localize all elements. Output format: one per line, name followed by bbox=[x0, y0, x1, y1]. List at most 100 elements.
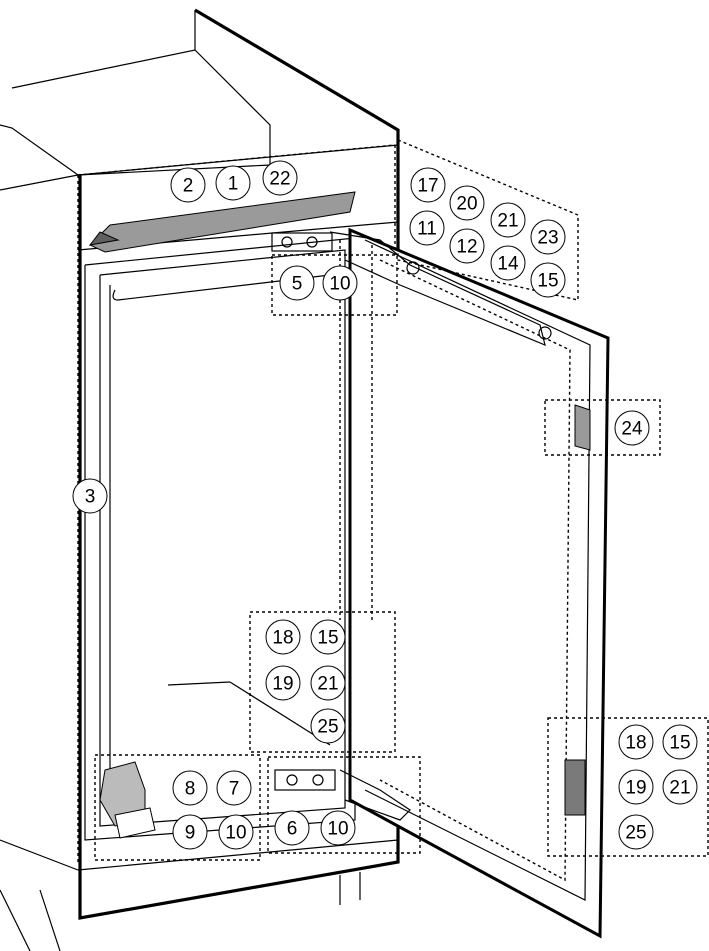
callout-21-top: 21 bbox=[490, 202, 526, 238]
callout-circle bbox=[618, 814, 654, 850]
callout-circle bbox=[614, 410, 650, 446]
callout-circle bbox=[618, 724, 654, 760]
callout-circle bbox=[310, 619, 346, 655]
callout-circle bbox=[72, 478, 108, 514]
callout-circle bbox=[409, 210, 445, 246]
top-cover-strip bbox=[88, 191, 356, 253]
top-hinge bbox=[271, 231, 552, 347]
callout-number: 15 bbox=[317, 628, 338, 649]
callout-15-top: 15 bbox=[530, 262, 566, 298]
callout-18-mid: 18 bbox=[265, 619, 301, 655]
callout-circle bbox=[310, 708, 346, 744]
callout-20: 20 bbox=[449, 185, 485, 221]
callout-circle bbox=[216, 770, 252, 806]
callout-10-top: 10 bbox=[322, 265, 358, 301]
callout-number: 18 bbox=[625, 733, 646, 754]
callout-circle bbox=[170, 167, 206, 203]
callout-circle bbox=[449, 228, 485, 264]
callout-19-mid: 19 bbox=[265, 665, 301, 701]
callout-number: 6 bbox=[287, 819, 298, 840]
callout-number: 8 bbox=[185, 779, 196, 800]
callout-19-r: 19 bbox=[618, 769, 654, 805]
callout-circle bbox=[618, 769, 654, 805]
callout-6: 6 bbox=[274, 810, 310, 846]
callout-number: 23 bbox=[537, 228, 558, 249]
callout-circle bbox=[662, 724, 698, 760]
callout-number: 25 bbox=[625, 823, 646, 844]
callout-circle bbox=[274, 810, 310, 846]
callout-10-br: 10 bbox=[320, 810, 356, 846]
callout-21-mid: 21 bbox=[310, 665, 346, 701]
callout-number: 17 bbox=[417, 176, 438, 197]
callout-number: 19 bbox=[625, 778, 646, 799]
door bbox=[348, 227, 610, 939]
callout-circle bbox=[215, 165, 251, 201]
callout-circle bbox=[265, 619, 301, 655]
callout-circle bbox=[172, 770, 208, 806]
callout-circle bbox=[265, 665, 301, 701]
bottom-hinge bbox=[99, 761, 411, 839]
callout-24: 24 bbox=[614, 410, 650, 446]
callout-number: 10 bbox=[225, 823, 246, 844]
callout-number: 21 bbox=[669, 778, 690, 799]
compartment-frame bbox=[84, 237, 356, 841]
callout-number: 19 bbox=[272, 674, 293, 695]
callout-number: 7 bbox=[229, 779, 240, 800]
callout-7: 7 bbox=[216, 770, 252, 806]
callout-circle bbox=[262, 160, 298, 196]
callout-number: 9 bbox=[185, 823, 196, 844]
callout-number: 15 bbox=[537, 271, 558, 292]
door-magnet bbox=[574, 404, 591, 451]
callout-number: 14 bbox=[497, 254, 519, 275]
callout-number: 18 bbox=[272, 628, 293, 649]
callout-number: 12 bbox=[456, 237, 477, 258]
callout-circle bbox=[490, 202, 526, 238]
callout-number: 15 bbox=[669, 733, 690, 754]
callout-17: 17 bbox=[410, 167, 446, 203]
callout-number: 5 bbox=[292, 274, 303, 295]
callout-12: 12 bbox=[449, 228, 485, 264]
callout-circle bbox=[320, 810, 356, 846]
callout-circle bbox=[530, 219, 566, 255]
callout-15-r: 15 bbox=[662, 724, 698, 760]
callout-22: 22 bbox=[262, 160, 298, 196]
callout-2: 2 bbox=[170, 167, 206, 203]
callout-number: 3 bbox=[85, 487, 96, 508]
callout-8: 8 bbox=[172, 770, 208, 806]
callout-circle bbox=[410, 167, 446, 203]
callout-15-mid: 15 bbox=[310, 619, 346, 655]
callout-number: 21 bbox=[497, 211, 518, 232]
callout-number: 10 bbox=[329, 274, 350, 295]
callout-circle bbox=[530, 262, 566, 298]
callout-number: 22 bbox=[269, 169, 290, 190]
callout-number: 25 bbox=[317, 717, 338, 738]
callout-number: 2 bbox=[183, 176, 194, 197]
callout-number: 11 bbox=[417, 219, 437, 240]
callout-21-r: 21 bbox=[662, 769, 698, 805]
callout-number: 20 bbox=[456, 194, 477, 215]
callout-circle bbox=[662, 769, 698, 805]
callout-23: 23 bbox=[530, 219, 566, 255]
callout-circle bbox=[490, 245, 526, 281]
callout-groups bbox=[77, 138, 709, 862]
callout-number: 21 bbox=[317, 674, 338, 695]
callout-25-r: 25 bbox=[618, 814, 654, 850]
callout-9: 9 bbox=[172, 814, 208, 850]
callout-circle bbox=[310, 665, 346, 701]
callout-25-mid: 25 bbox=[310, 708, 346, 744]
callout-circle bbox=[322, 265, 358, 301]
callout-14: 14 bbox=[490, 245, 526, 281]
callout-1: 1 bbox=[215, 165, 251, 201]
callout-number: 10 bbox=[327, 819, 348, 840]
callout-3: 3 bbox=[72, 478, 108, 514]
callout-circle bbox=[172, 814, 208, 850]
callout-circle bbox=[218, 814, 254, 850]
callout-circle bbox=[279, 265, 315, 301]
callout-circle bbox=[449, 185, 485, 221]
callout-number: 1 bbox=[228, 174, 239, 195]
callout-11: 11 bbox=[409, 210, 445, 246]
cabinet bbox=[0, 8, 400, 951]
callout-18-r: 18 bbox=[618, 724, 654, 760]
